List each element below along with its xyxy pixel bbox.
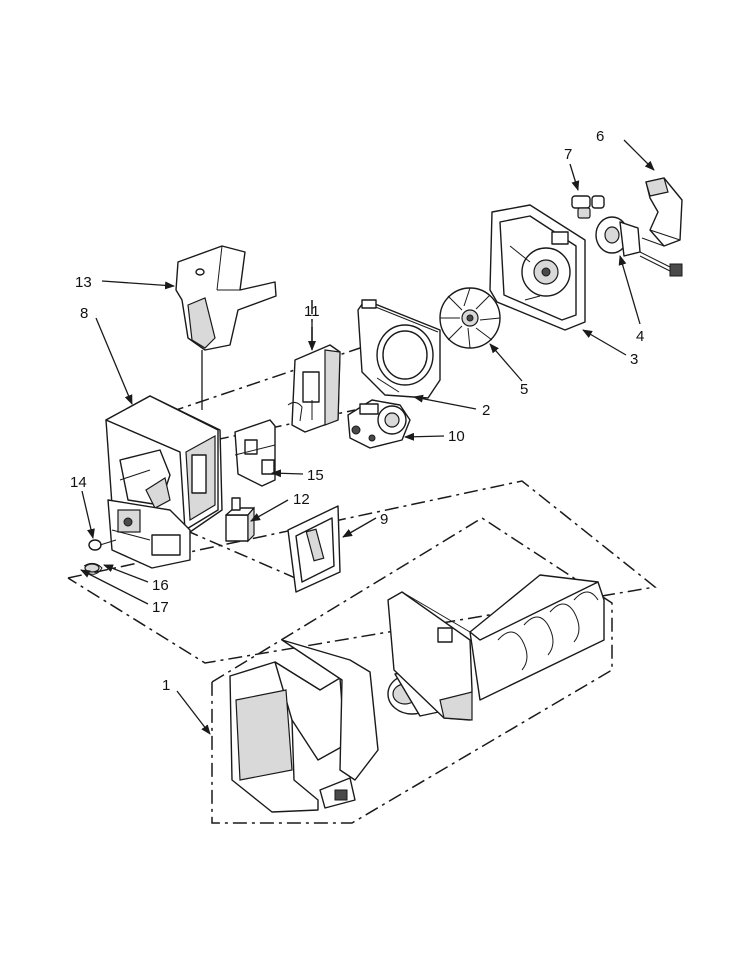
leader-16: [103, 564, 149, 583]
leader-5: [489, 343, 523, 382]
callout-labels: 13 8 11 2 10 15 12 9 14 16 17 1 6 7 4 3 …: [70, 128, 644, 694]
part-12-solenoid: [225, 497, 255, 543]
callout-6: 6: [596, 128, 604, 145]
leader-6: [623, 139, 655, 171]
part-11-bracket: [287, 344, 341, 433]
callout-13: 13: [75, 274, 92, 291]
leader-3: [582, 329, 627, 356]
part-6-motor-bracket: [641, 177, 683, 247]
assembly-outline-upper: [67, 480, 657, 664]
callout-2: 2: [482, 402, 490, 419]
leader-9: [342, 517, 377, 538]
assembly-outline-lower: [211, 517, 613, 824]
callout-11: 11: [304, 303, 320, 320]
callout-12: 12: [293, 491, 310, 508]
callout-4: 4: [636, 328, 644, 345]
part-13-chute: [175, 245, 277, 410]
leader-8: [95, 317, 133, 405]
leader-10: [404, 432, 445, 441]
leader-lines: [80, 139, 655, 735]
callout-16: 16: [152, 577, 169, 594]
part-4-fan-motor: [595, 216, 683, 277]
callout-7: 7: [564, 146, 572, 163]
leader-17: [80, 569, 149, 605]
callout-8: 8: [80, 305, 88, 322]
part-14-screw: [88, 539, 117, 551]
part-10-motor: [347, 399, 411, 449]
callout-15: 15: [307, 467, 324, 484]
part-3-fan-housing: [489, 204, 586, 331]
callout-1: 1: [162, 677, 170, 694]
part-9-face-plate: [287, 505, 341, 593]
leader-14: [81, 490, 95, 539]
part-2-fan-shroud: [357, 299, 441, 399]
callout-14: 14: [70, 474, 87, 491]
callout-9: 9: [380, 511, 388, 528]
leader-13: [101, 280, 175, 290]
leader-2: [413, 394, 477, 410]
callout-10: 10: [448, 428, 465, 445]
leader-1: [176, 690, 211, 735]
alignment-line-low: [184, 529, 301, 581]
part-7-grommets: [571, 195, 605, 219]
part-8-housing: [105, 395, 223, 569]
callout-17: 17: [152, 599, 169, 616]
leader-12: [250, 499, 289, 522]
leader-4: [618, 255, 641, 325]
leader-15: [271, 469, 304, 478]
leader-7: [569, 163, 580, 191]
part-5-fan-blade: [439, 287, 501, 349]
part-1-ice-bucket-assembly: [229, 574, 605, 813]
callout-3: 3: [630, 351, 638, 368]
callout-5: 5: [520, 381, 528, 398]
part-15-switch-bracket: [234, 419, 276, 487]
